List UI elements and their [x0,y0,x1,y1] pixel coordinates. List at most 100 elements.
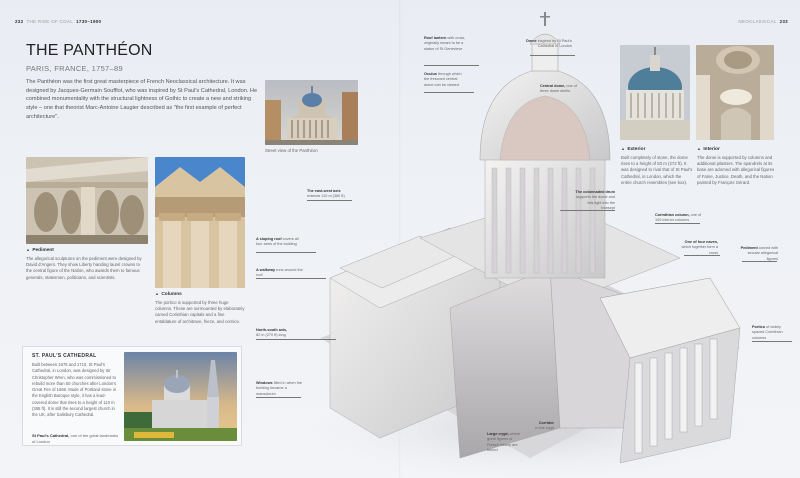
callout-bold: Corridor [538,421,554,425]
box-caption: St Paul's Cathedral, one of the great la… [32,433,122,444]
triangle-marker-icon: ▲ [621,146,625,151]
callout-bold: Portico [752,325,766,329]
callout-bold: Windows [256,381,273,385]
callout-bold: The east-west axis [307,189,341,193]
callout-central-dome: Central dome, one of three dome shells [540,84,578,95]
callout-bold: The colonnaded drum [575,190,615,194]
exterior-photo [620,45,690,140]
pediment-caption: ▲ Pediment The allegorical sculptures on… [26,247,144,281]
folio-left: 232 THE RISE OF COAL 1730–1900 [15,19,101,24]
triangle-marker-icon: ▲ [697,146,701,151]
section-name-left: THE RISE OF COAL [26,19,74,24]
leader-line [424,92,474,93]
leader-line [560,210,615,211]
box-caption-bold: St Paul's Cathedral, [32,433,70,438]
exterior-head: Exterior [627,147,646,152]
callout-large-crypt: Large crypt, where great figures of Fren… [487,432,523,453]
callout-sloping-roof: A sloping roof covers all four arms of t… [256,237,304,248]
columns-photo [155,157,245,288]
pediment-photo [26,157,148,244]
leader-line [530,55,575,56]
callout-text: which together form a cross [681,245,718,255]
callout-text: runs around the roof [256,268,303,278]
callout-text: extends 110 m (360 ft) [307,194,345,199]
folio-right: NEOCLASSICAL 233 [738,19,788,24]
callout-text: covers all four arms of the building [256,237,299,247]
leader-line [655,223,700,224]
triangle-marker-icon: ▲ [155,291,159,296]
callout-portico: Portico of widely spaced Corinthian colu… [752,325,792,341]
page-subtitle: PARIS, FRANCE, 1757–89 [26,64,123,73]
callout-bold: Corinthian column, [655,213,690,217]
page-gutter [399,0,401,478]
leader-line [256,397,301,398]
callout-bold: A sloping roof [256,237,282,241]
callout-text: supports the dome and lets light into th… [576,195,615,210]
callout-colonnaded-drum: The colonnaded drum supports the dome an… [575,190,615,211]
street-view-photo [265,80,358,145]
interior-text: The dome is supported by columns and add… [697,154,775,185]
page-title: THE PANTHÉON [26,42,153,59]
pediment-text: The allegorical sculptures on the pedime… [26,255,142,280]
intro-paragraph: The Panthéon was the first great masterp… [26,79,258,120]
callout-text: of widely spaced Corinthian columns [752,325,783,340]
columns-head: Columns [161,292,182,297]
callout-text: through which the frescoed central dome … [424,72,462,87]
leader-line [256,252,316,253]
page-number-left: 232 [15,19,24,24]
st-pauls-box: ST. PAUL'S CATHEDRAL Built between 1675 … [22,346,242,446]
callout-text: carved with secular allegorical figures [747,246,778,261]
callout-text: where great figures of French history ar… [487,432,521,452]
section-period: 1730–1900 [76,19,102,24]
exterior-caption: ▲ Exterior Built completely of stone, th… [621,146,693,186]
callout-north-south-axis: North-south axis, 82 m (270 ft) long [256,328,301,339]
leader-line [742,261,777,262]
callout-four-naves: One of four naves, which together form a… [680,240,718,256]
columns-text: The portico is supported by three huge c… [155,299,245,324]
leader-line [424,65,479,66]
callout-text: filled in when the building became a mau… [256,381,302,396]
callout-text: one of three dome shells [540,84,577,94]
callout-text: 82 m (270 ft) long [256,333,286,338]
pediment-head: Pediment [32,248,54,253]
callout-text: in the crypt [535,426,554,431]
callout-bold: North-south axis, [256,328,288,332]
callout-bold: Central dome, [540,84,566,88]
callout-bold: Large crypt, [487,432,509,436]
st-pauls-photo [124,352,237,441]
leader-line [256,339,336,340]
callout-corridor: Corridor in the crypt [528,421,554,432]
street-view-caption: Street view of the Panthéon [265,148,318,153]
leader-line [684,255,720,256]
callout-bold: Roof lantern [424,36,447,40]
callout-walkway: A walkway runs around the roof [256,268,306,279]
exterior-text: Built completely of stone, the dome rise… [621,154,693,185]
leader-line [307,200,352,201]
section-name-right: NEOCLASSICAL [738,19,777,24]
columns-caption: ▲ Columns The portico is supported by th… [155,291,245,325]
interior-head: Interior [703,147,720,152]
callout-bold: Dome [526,39,537,43]
callout-oculus: Oculus through which the frescoed centra… [424,72,464,88]
callout-pediment: Pediment carved with secular allegorical… [740,246,778,262]
callout-roof-lantern: Roof lantern with cross, originally mean… [424,36,472,52]
leader-line [752,341,792,342]
interior-photo [696,45,774,140]
box-title: ST. PAUL'S CATHEDRAL [32,353,97,359]
callout-bold: One of four naves, [684,240,718,244]
box-text: Built between 1675 and 1710, St Paul's C… [32,362,117,418]
callout-corinthian-column: Corinthian column, one of 100 interior c… [655,213,703,224]
box-caption-rest: one of the great landmarks of London [32,433,119,444]
interior-caption: ▲ Interior The dome is supported by colu… [697,146,777,186]
callout-windows: Windows filled in when the building beca… [256,381,304,397]
triangle-marker-icon: ▲ [26,247,30,252]
callout-bold: Oculus [424,72,437,76]
callout-dome: Dome inspired by St Paul's Cathedral in … [520,39,572,50]
callout-text: with cross, originally meant to be a sta… [424,36,466,51]
pantheon-cutaway-illustration [300,12,760,478]
page-number-right: 233 [779,19,788,24]
leader-line [256,278,326,279]
callout-text: one of 100 interior columns [655,213,702,223]
callout-text: inspired by St Paul's Cathedral in Londo… [536,39,572,49]
callout-bold: Pediment [740,246,758,250]
